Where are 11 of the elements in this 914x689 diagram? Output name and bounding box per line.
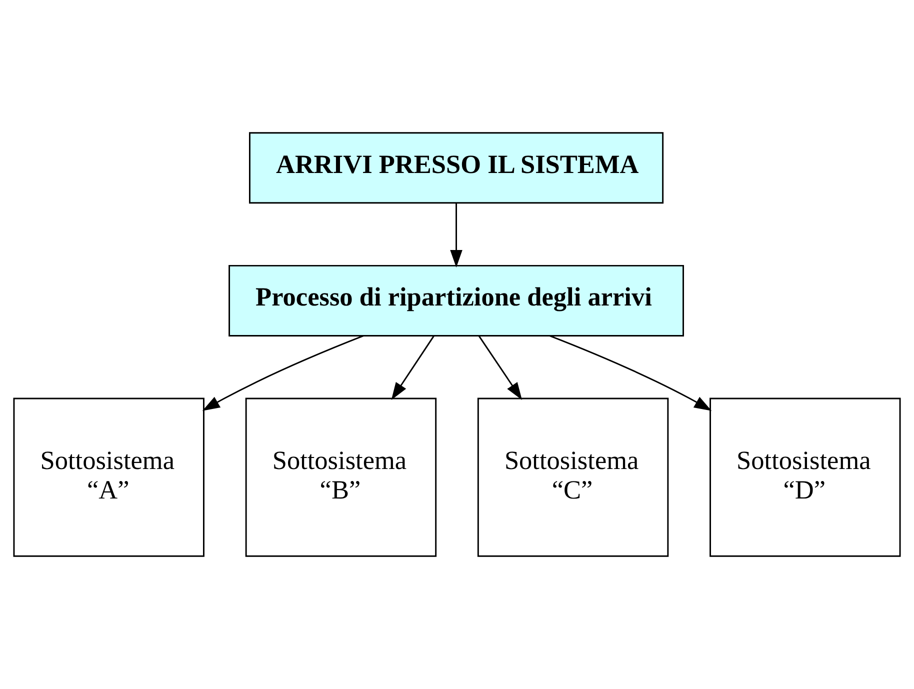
arrow xyxy=(202,335,364,411)
arrow xyxy=(478,336,522,400)
node-box: Sottosistema “B” xyxy=(245,398,437,557)
node-box: Sottosistema “C” xyxy=(477,398,669,557)
node-box: ARRIVI PRESSO IL SISTEMA xyxy=(249,132,664,204)
arrow xyxy=(549,335,712,411)
node-box: Sottosistema “D” xyxy=(710,398,901,557)
node-box: Processo di ripartizione degli arrivi xyxy=(228,264,684,336)
arrow xyxy=(391,336,434,400)
node-box: Sottosistema “A” xyxy=(13,398,204,557)
arrow xyxy=(450,203,462,268)
